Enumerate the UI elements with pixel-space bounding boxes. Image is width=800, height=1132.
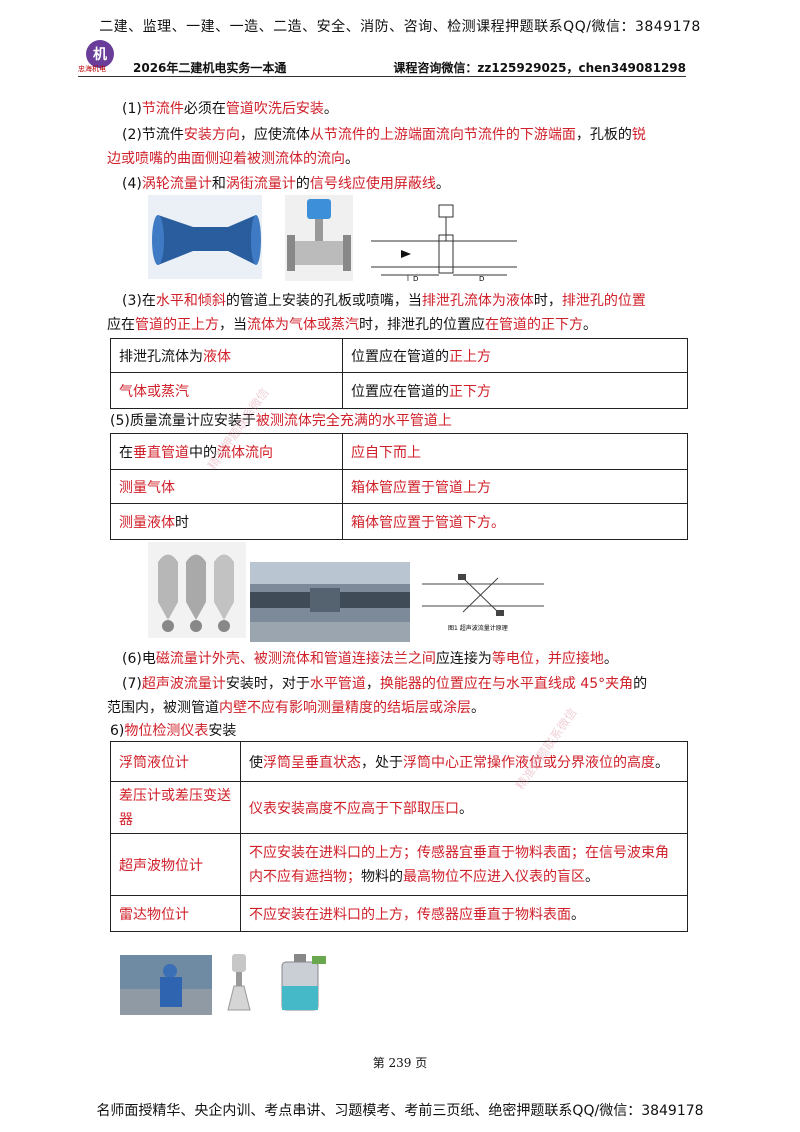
para-7: (7)超声波流量计安装时，对于水平管道，换能器的位置应在与水平直线成 45°夹角… (122, 676, 648, 692)
para-3: (3)在水平和倾斜的管道上安装的孔板或喷嘴，当排泄孔流体为液体时，排泄孔的位置 (122, 293, 646, 309)
page-number: 第 239 页 (372, 1056, 428, 1070)
contact-info: 课程咨询微信：zz125929025，chen349081298 (393, 61, 686, 75)
table-row: 排泄孔流体为液体 位置应在管道的正上方 (110, 338, 688, 373)
svg-text:D: D (479, 275, 484, 283)
doc-title: 2026年二建机电实务一本通 (133, 61, 287, 75)
nozzle-flowmeter-image (148, 195, 262, 279)
table-row: 在垂直管道中的流体流向 应自下而上 (110, 433, 688, 470)
svg-text:l: l (407, 275, 409, 283)
pipeline-photo (250, 562, 410, 642)
logo: 机 (86, 40, 114, 68)
para-1: (1)节流件必须在管道吹洗后安装。 (122, 101, 338, 117)
para-4: (4)涡轮流量计和涡街流量计的信号线应使用屏蔽线。 (122, 176, 450, 192)
para-7-cont: 范围内，被测管道内壁不应有影响测量精度的结垢层或涂层。 (107, 700, 485, 716)
level-instrument-table: 浮筒液位计 使浮筒呈垂直状态，处于浮筒中心正常操作液位或分界液位的高度。 差压计… (110, 741, 688, 932)
mass-flowmeter-image (148, 542, 246, 638)
svg-text:D: D (413, 275, 418, 283)
table-row: 浮筒液位计 使浮筒呈垂直状态，处于浮筒中心正常操作液位或分界液位的高度。 (110, 741, 688, 782)
table-row: 气体或蒸汽 位置应在管道的正下方 (110, 372, 688, 409)
table-row: 测量气体 箱体管应置于管道上方 (110, 469, 688, 504)
section-6-title: 6)物位检测仪表安装 (110, 723, 237, 739)
para-3-cont: 应在管道的正上方，当流体为气体或蒸汽时，排泄孔的位置应在管道的正下方。 (107, 317, 597, 333)
mass-flowmeter-table: 在垂直管道中的流体流向 应自下而上 测量气体 箱体管应置于管道上方 测量液体时 … (110, 433, 688, 540)
table-row: 超声波物位计 不应安装在进料口的上方；传感器宜垂直于物料表面；在信号波束角内不应… (110, 833, 688, 896)
logo-text: 忠海机电 (78, 65, 106, 73)
worker-photo (120, 955, 212, 1015)
installation-diagram: l D D (367, 195, 527, 285)
radar-level-gauge-image (222, 950, 256, 1020)
table-row: 差压计或差压变送器 仪表安装高度不应高于下部取压口。 (110, 781, 688, 834)
table-row: 雷达物位计 不应安装在进料口的上方，传感器应垂直于物料表面。 (110, 895, 688, 932)
top-banner: 二建、监理、一建、一造、二造、安全、消防、咨询、检测课程押题联系QQ/微信：38… (99, 19, 701, 35)
ultrasonic-diagram: 图1 超声波流量计原理 (418, 562, 548, 636)
para-2-cont: 边或喷嘴的曲面侧迎着被测流体的流向。 (107, 151, 359, 167)
para-5: (5)质量流量计应安装于被测流体完全充满的水平管道上 (110, 413, 452, 429)
drain-hole-table: 排泄孔流体为液体 位置应在管道的正上方 气体或蒸汽 位置应在管道的正下方 (110, 338, 688, 409)
table-row: 测量液体时 箱体管应置于管道下方。 (110, 503, 688, 540)
svg-text:图1 超声波流量计原理: 图1 超声波流量计原理 (448, 624, 508, 632)
vortex-flowmeter-image (285, 195, 353, 281)
bottom-banner: 名师面授精华、央企内训、考点串讲、习题模考、考前三页纸、绝密押题联系QQ/微信：… (96, 1103, 704, 1119)
float-level-gauge-image (272, 952, 330, 1022)
para-6: (6)电磁流量计外壳、被测流体和管道连接法兰之间应连接为等电位，并应接地。 (122, 651, 618, 667)
svg-text:机: 机 (93, 46, 107, 63)
header-divider (78, 76, 686, 77)
para-2: (2)节流件安装方向，应使流体从节流件的上游端面流向节流件的下游端面，孔板的锐 (122, 127, 646, 143)
